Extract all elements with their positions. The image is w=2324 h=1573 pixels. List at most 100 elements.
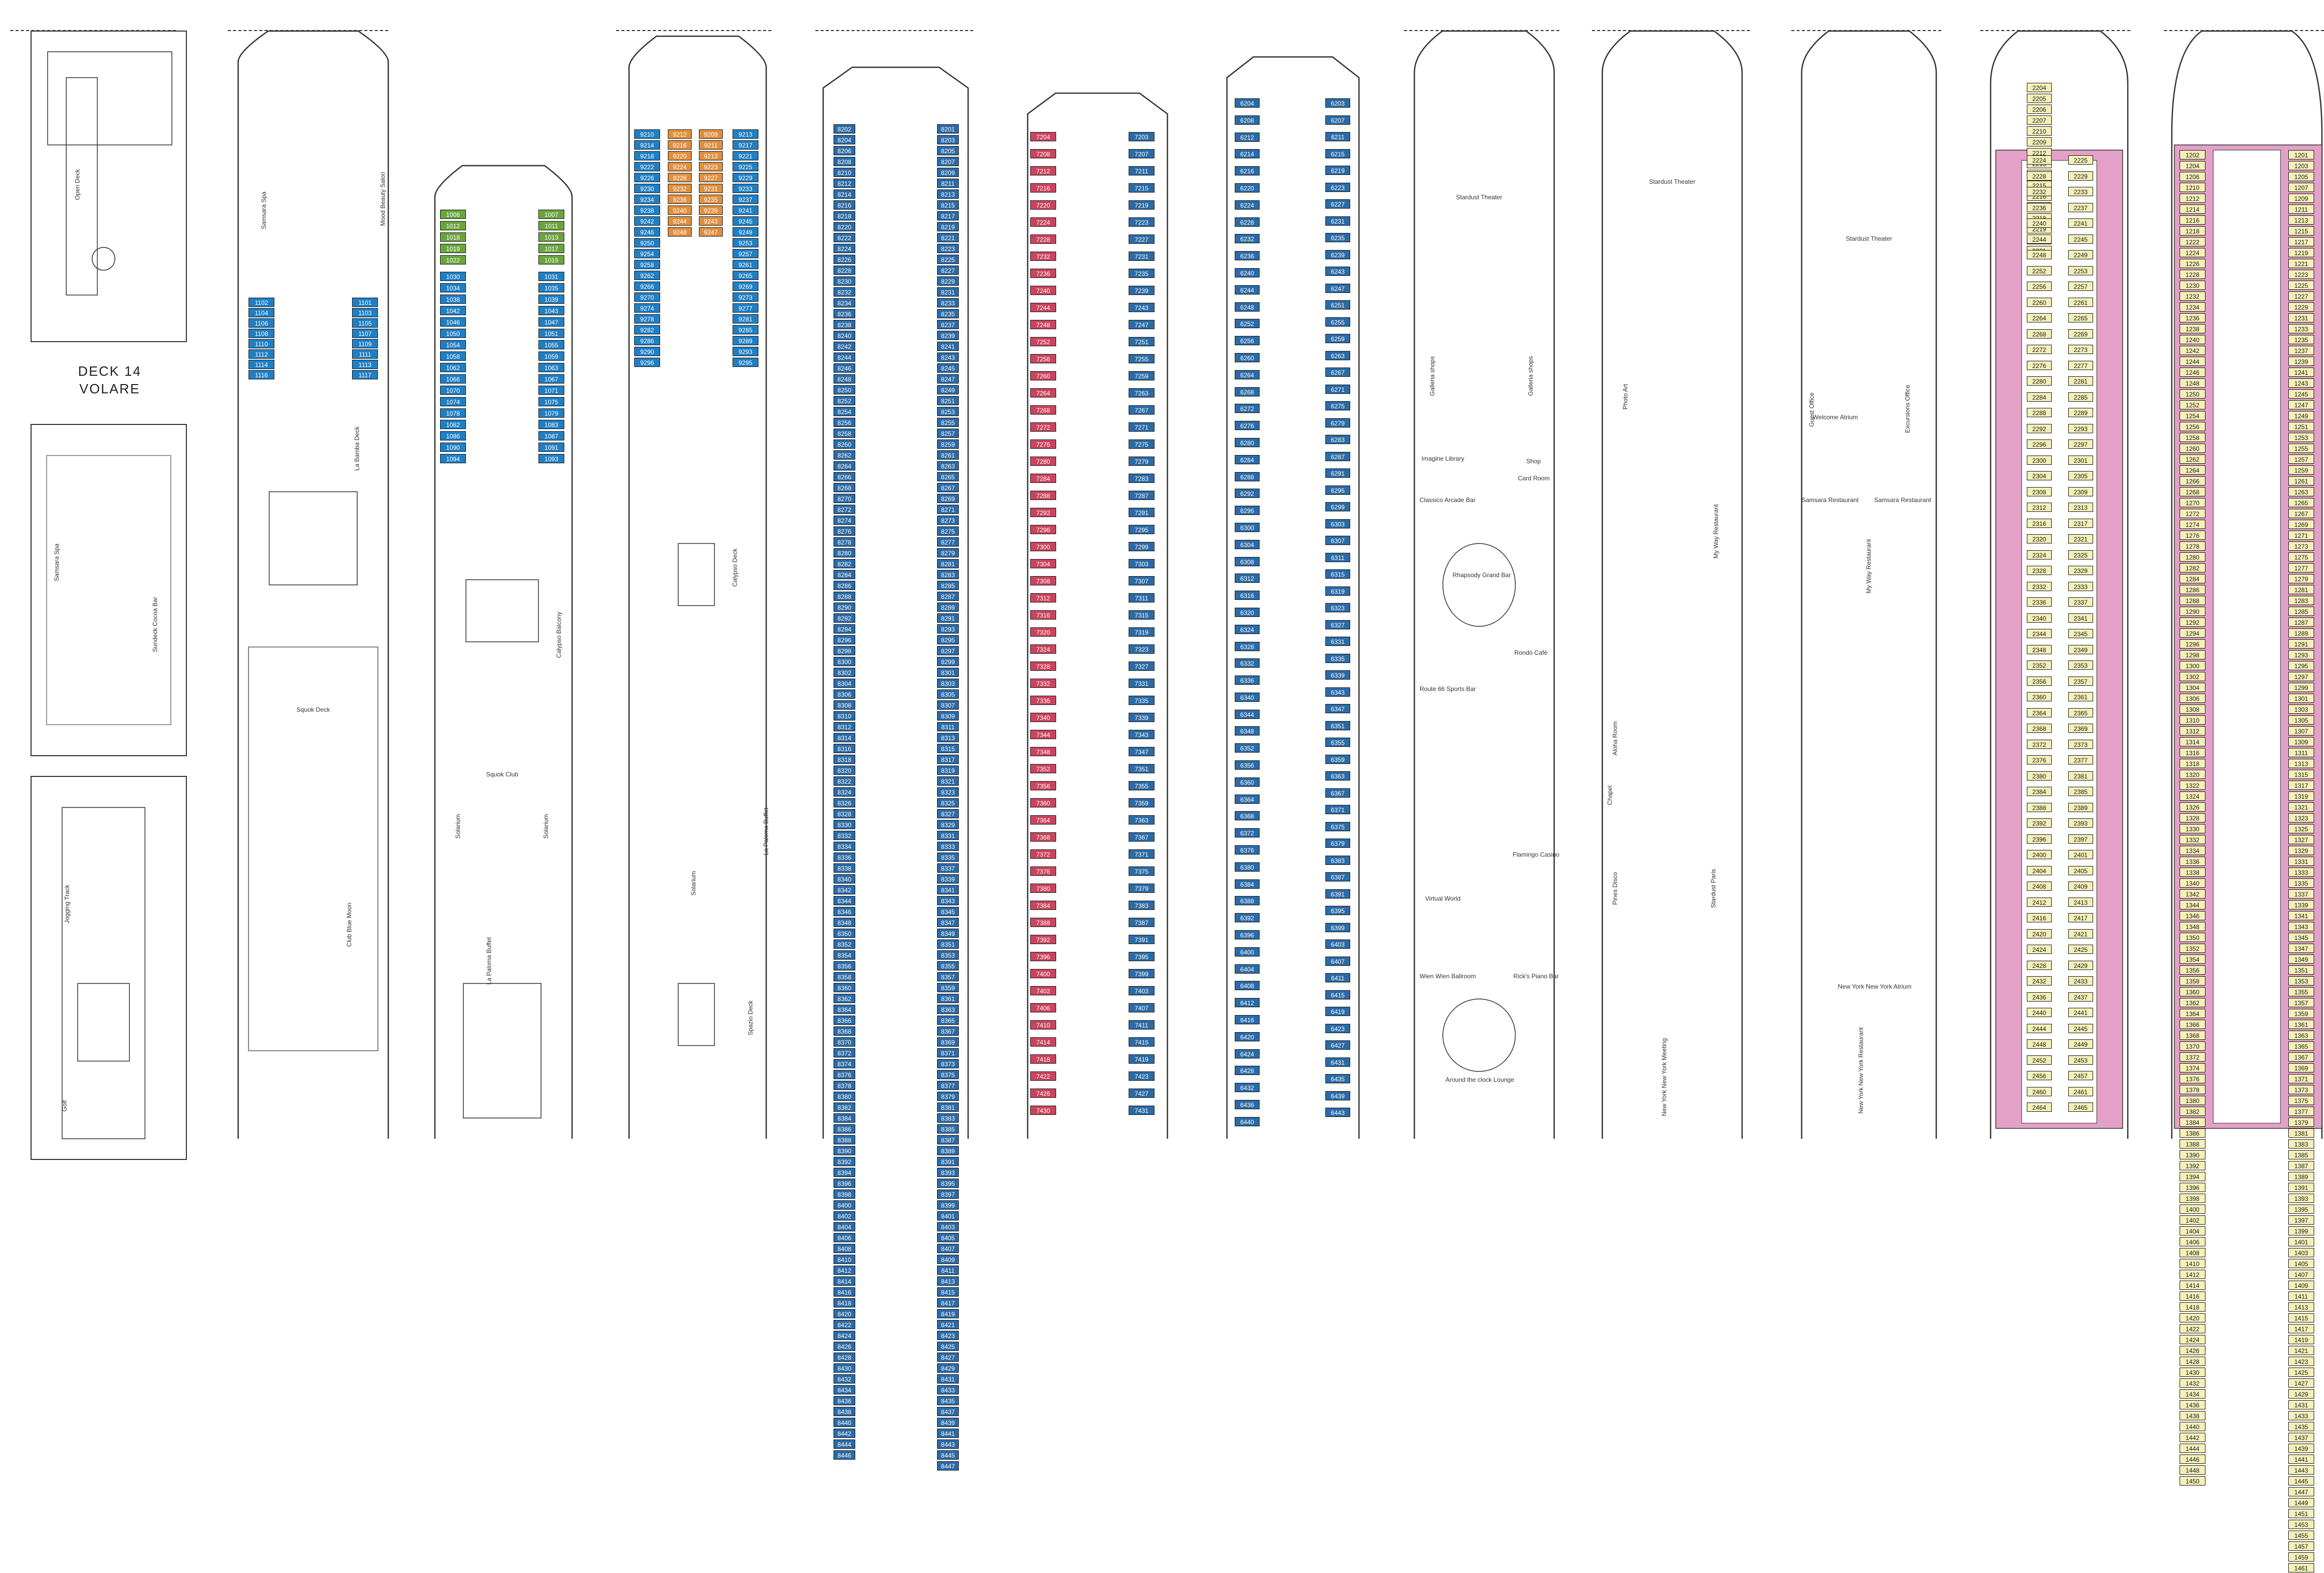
cabin[interactable]: 7388 (1030, 918, 1056, 927)
cabin[interactable]: 2408 (2027, 881, 2052, 891)
cabin[interactable]: 7426 (1030, 1089, 1056, 1098)
cabin[interactable]: 1370 (2180, 1041, 2205, 1051)
cabin[interactable]: 8437 (937, 1407, 959, 1416)
cabin[interactable]: 1364 (2180, 1009, 2205, 1018)
cabin[interactable]: 6436 (1235, 1100, 1260, 1110)
cabin[interactable]: 1291 (2288, 639, 2314, 649)
cabin[interactable]: 6372 (1235, 828, 1260, 838)
cabin[interactable]: 2232 (2027, 187, 2052, 196)
cabin[interactable]: 2404 (2027, 865, 2052, 875)
cabin[interactable]: 7332 (1030, 679, 1056, 688)
cabin[interactable]: 8386 (834, 1124, 855, 1134)
cabin[interactable]: 8318 (834, 755, 855, 764)
cabin[interactable]: 8229 (937, 276, 959, 286)
cabin[interactable]: 8264 (834, 461, 855, 471)
cabin[interactable]: 8426 (834, 1342, 855, 1351)
cabin[interactable]: 8307 (937, 700, 959, 710)
cabin[interactable]: 2401 (2068, 850, 2093, 859)
cabin[interactable]: 1019 (538, 255, 564, 264)
cabin[interactable]: 8345 (937, 907, 959, 916)
cabin[interactable]: 2416 (2027, 913, 2052, 922)
cabin[interactable]: 9242 (634, 216, 660, 226)
cabin[interactable]: 8411 (937, 1266, 959, 1275)
cabin[interactable]: 7407 (1129, 1003, 1154, 1012)
cabin[interactable]: 8286 (834, 581, 855, 590)
cabin[interactable]: 2265 (2068, 313, 2093, 322)
venue-sundeck-cocoa-bar[interactable]: Sundeck Cocoa Bar (151, 597, 159, 652)
cabin[interactable]: 1333 (2288, 868, 2314, 877)
cabin[interactable]: 1210 (2180, 183, 2205, 192)
cabin[interactable]: 8302 (834, 668, 855, 677)
venue-label[interactable]: Solarium (542, 814, 550, 839)
cabin[interactable]: 1425 (2288, 1368, 2314, 1377)
cabin[interactable]: 1435 (2288, 1422, 2314, 1431)
cabin[interactable]: 8327 (937, 809, 959, 818)
cabin[interactable]: 2300 (2027, 455, 2052, 465)
cabin[interactable]: 6303 (1325, 519, 1350, 528)
cabin[interactable]: 7372 (1030, 849, 1056, 859)
venue-label[interactable]: Card Room (1518, 475, 1550, 482)
cabin[interactable]: 8208 (834, 157, 855, 166)
cabin[interactable]: 1280 (2180, 552, 2205, 562)
cabin[interactable]: 8335 (937, 852, 959, 862)
cabin[interactable]: 7347 (1129, 747, 1154, 756)
cabin[interactable]: 8370 (834, 1037, 855, 1047)
venue-label[interactable]: My Way Restaurant (1865, 539, 1873, 594)
cabin[interactable]: 8251 (937, 396, 959, 405)
cabin[interactable]: 8319 (937, 766, 959, 775)
cabin[interactable]: 8321 (937, 776, 959, 786)
cabin[interactable]: 2272 (2027, 345, 2052, 354)
cabin[interactable]: 1063 (538, 363, 564, 372)
cabin[interactable]: 1450 (2180, 1476, 2205, 1486)
cabin[interactable]: 2249 (2068, 250, 2093, 259)
cabin[interactable]: 8257 (937, 429, 959, 438)
cabin[interactable]: 6443 (1325, 1108, 1350, 1117)
cabin[interactable]: 8389 (937, 1146, 959, 1155)
venue-golf[interactable]: Golf (61, 1100, 68, 1112)
cabin[interactable]: 8222 (834, 233, 855, 242)
cabin[interactable]: 1078 (440, 408, 466, 418)
cabin[interactable]: 8387 (937, 1135, 959, 1144)
cabin[interactable]: 8279 (937, 548, 959, 557)
cabin[interactable]: 1246 (2180, 367, 2205, 377)
cabin[interactable]: 2210 (2027, 126, 2052, 136)
cabin[interactable]: 2233 (2068, 187, 2093, 196)
cabin[interactable]: 2340 (2027, 613, 2052, 623)
cabin[interactable]: 8314 (834, 733, 855, 742)
cabin[interactable]: 8358 (834, 972, 855, 981)
cabin[interactable]: 7336 (1030, 696, 1056, 705)
cabin[interactable]: 6331 (1325, 637, 1350, 646)
cabin[interactable]: 7395 (1129, 952, 1154, 961)
cabin[interactable]: 7240 (1030, 286, 1056, 295)
cabin[interactable]: 6292 (1235, 489, 1260, 498)
cabin[interactable]: 1107 (352, 329, 378, 338)
cabin[interactable]: 7331 (1129, 679, 1154, 688)
cabin[interactable]: 6271 (1325, 384, 1350, 394)
venue-label[interactable]: Welcome Atrium (1813, 414, 1858, 421)
cabin[interactable]: 7208 (1030, 149, 1056, 158)
cabin[interactable]: 2281 (2068, 376, 2093, 386)
cabin[interactable]: 6208 (1235, 115, 1260, 125)
cabin[interactable]: 6276 (1235, 421, 1260, 431)
cabin[interactable]: 7239 (1129, 286, 1154, 295)
cabin[interactable]: 1396 (2180, 1183, 2205, 1192)
cabin[interactable]: 1319 (2288, 791, 2314, 801)
cabin[interactable]: 7379 (1129, 884, 1154, 893)
cabin[interactable]: 2389 (2068, 802, 2093, 812)
cabin[interactable]: 2289 (2068, 408, 2093, 417)
cabin[interactable]: 8233 (937, 298, 959, 307)
cabin[interactable]: 9225 (733, 162, 758, 171)
cabin[interactable]: 1114 (249, 360, 274, 369)
cabin[interactable]: 8303 (937, 679, 959, 688)
cabin[interactable]: 9253 (733, 238, 758, 247)
cabin[interactable]: 2372 (2027, 739, 2052, 749)
cabin[interactable]: 6359 (1325, 754, 1350, 764)
cabin[interactable]: 1223 (2288, 270, 2314, 279)
cabin[interactable]: 8267 (937, 483, 959, 492)
cabin[interactable]: 8329 (937, 820, 959, 829)
cabin[interactable]: 2377 (2068, 755, 2093, 765)
cabin[interactable]: 9229 (733, 173, 758, 182)
cabin[interactable]: 8393 (937, 1168, 959, 1177)
cabin[interactable]: 1252 (2180, 400, 2205, 409)
cabin[interactable]: 1426 (2180, 1346, 2205, 1355)
